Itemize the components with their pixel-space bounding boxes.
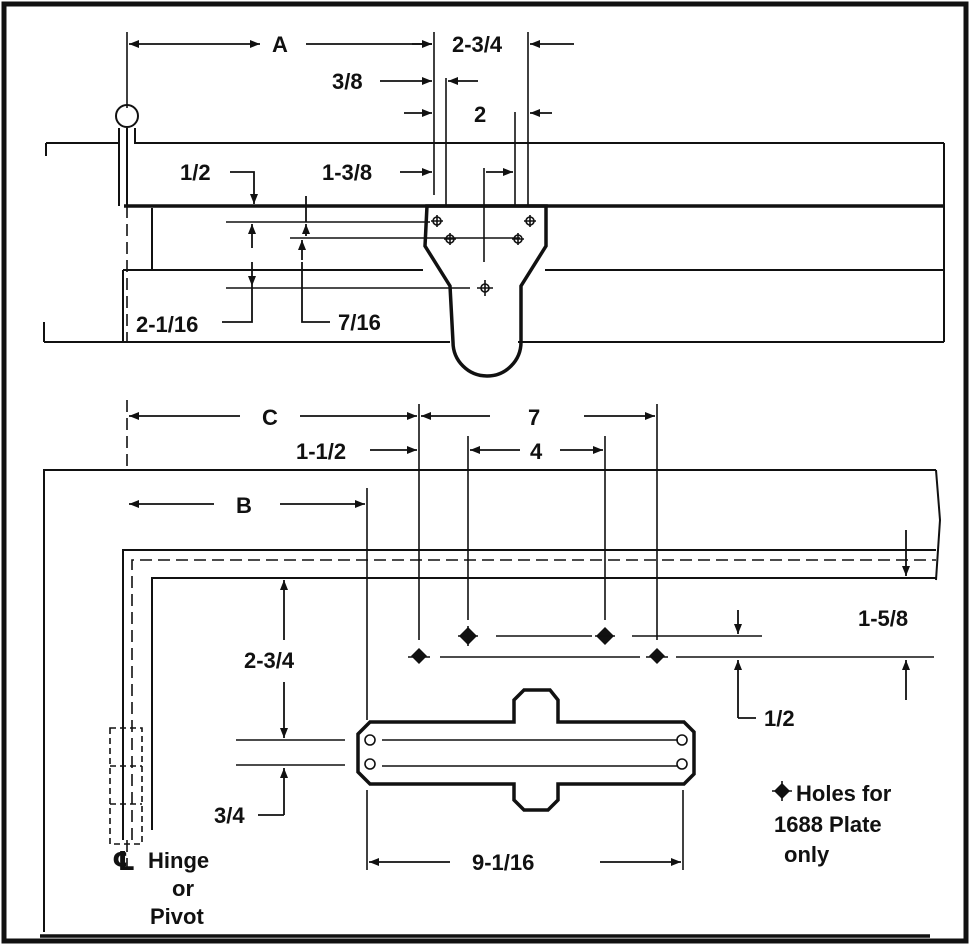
- pivot-circle: [115, 104, 139, 128]
- dim-C: C: [262, 405, 278, 430]
- top-view: A 2-3/4 3/8 2 1/2 1-3/8 2-1/16 7/16: [43, 32, 945, 378]
- dim-2-1-16: 2-1/16: [136, 312, 198, 337]
- dim-7: 7: [528, 405, 540, 430]
- dim-2-3-4-top: 2-3/4: [452, 32, 503, 57]
- dim-1-1-2: 1-1/2: [296, 439, 346, 464]
- dim-7-16: 7/16: [338, 310, 381, 335]
- dim-9-1-16: 9-1/16: [472, 850, 534, 875]
- hinge-label: Hinge: [148, 848, 209, 873]
- dim-3-8: 3/8: [332, 69, 363, 94]
- dim-2: 2: [474, 102, 486, 127]
- hinge-graphic: [109, 727, 143, 845]
- pivot-label: Pivot: [150, 904, 204, 929]
- note-line-2: 1688 Plate: [774, 812, 882, 837]
- or-label: or: [172, 876, 194, 901]
- arm-plate: [423, 204, 548, 378]
- dim-3-4: 3/4: [214, 803, 245, 828]
- dim-1-2-top: 1/2: [180, 160, 211, 185]
- dim-1-5-8: 1-5/8: [858, 606, 908, 631]
- dim-A: A: [272, 32, 288, 57]
- dim-1-2-bottom: 1/2: [764, 706, 795, 731]
- plate-holes: [431, 215, 536, 296]
- note-line-1: Holes for: [796, 781, 892, 806]
- note-line-3: only: [784, 842, 830, 867]
- closer-body: [356, 688, 696, 812]
- dim-1-3-8: 1-3/8: [322, 160, 372, 185]
- dim-2-3-4-bottom: 2-3/4: [244, 648, 295, 673]
- centerline-symbol: ℄: [112, 846, 135, 876]
- plate-holes-1688: [408, 626, 668, 664]
- dim-4: 4: [530, 439, 543, 464]
- elevation-view: C 7 1-1/2 4 B 1-5/8 2-3/4 1/2 3/4 9-1/16…: [43, 400, 942, 932]
- dim-B: B: [236, 493, 252, 518]
